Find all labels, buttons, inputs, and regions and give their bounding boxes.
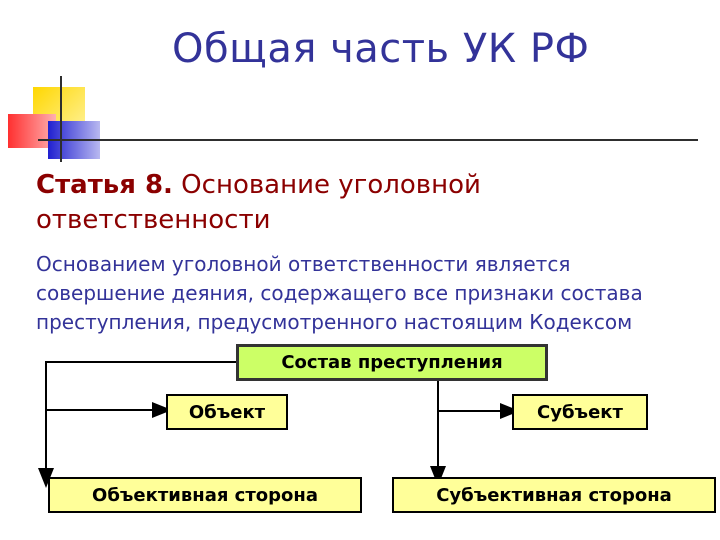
node-subjective-side: Субъективная сторона <box>392 477 716 513</box>
node-objective-side: Объективная сторона <box>48 477 362 513</box>
node-subject: Субъект <box>512 394 648 430</box>
node-object: Объект <box>166 394 288 430</box>
node-corpus-delicti: Состав преступления <box>236 344 548 381</box>
